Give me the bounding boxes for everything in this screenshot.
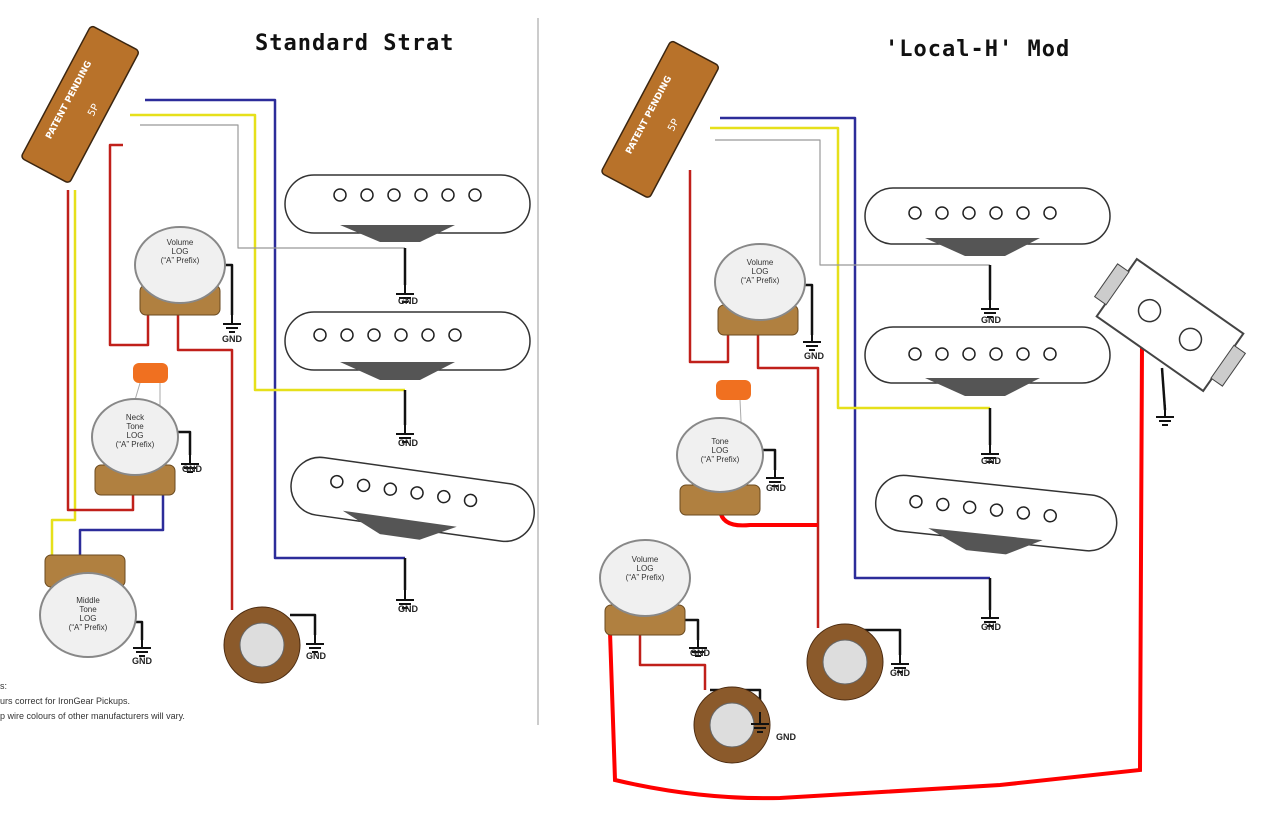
gnd-label: GND: [981, 315, 1002, 325]
gnd-label: GND: [182, 464, 203, 474]
gnd-label: GND: [306, 651, 327, 661]
gnd-label: GND: [398, 604, 419, 614]
gnd-right: GND GND GND GND GND GND GND GND: [688, 296, 1175, 742]
gnd-left: GND GND GND GND GND GND GND: [132, 281, 419, 666]
gnd-label: GND: [690, 648, 711, 658]
killswitch-mod: [1093, 257, 1247, 393]
pot-label: (“A” Prefix): [741, 276, 780, 285]
pot-label: (“A” Prefix): [69, 623, 108, 632]
pot-label: Tone: [711, 437, 729, 446]
wires-right: [638, 116, 1167, 715]
label: 5P: [666, 117, 682, 133]
gnd-label: GND: [222, 334, 243, 344]
pot-label: LOG: [172, 247, 189, 256]
pot-label: LOG: [752, 267, 769, 276]
title-standard-strat: Standard Strat: [255, 31, 454, 56]
output-jack-left: [223, 606, 301, 684]
pickup-strat-neck: [284, 174, 531, 242]
gnd-label: GND: [132, 656, 153, 666]
pot-label: Volume: [167, 238, 194, 247]
label: p wire colours of other manufacturers wi…: [0, 711, 185, 721]
pot-label: LOG: [637, 564, 654, 573]
notes: s: urs correct for IronGear Pickups. p w…: [0, 681, 185, 721]
five-way-switch-left: PATENT PENDING 5P: [21, 25, 139, 183]
pot-label: (“A” Prefix): [116, 440, 155, 449]
output-jack-right-2: [693, 686, 771, 764]
gnd-label: GND: [804, 351, 825, 361]
pot-label: LOG: [712, 446, 729, 455]
pot-label: Middle: [76, 596, 100, 605]
gnd-label: GND: [890, 668, 911, 678]
five-way-switch-right: PATENT PENDING 5P: [601, 40, 719, 198]
output-jack-right-1: [806, 623, 884, 701]
pickup-mod-bridge: [874, 474, 1118, 555]
label: urs correct for IronGear Pickups.: [0, 696, 130, 706]
pickup-strat-middle: [284, 311, 531, 380]
pot-label: Tone: [79, 605, 97, 614]
pot-label: Volume: [632, 555, 659, 564]
title-local-h-mod: 'Local-H' Mod: [885, 37, 1070, 62]
gnd-label: GND: [981, 622, 1002, 632]
gnd-label: GND: [398, 438, 419, 448]
pot-label: Volume: [747, 258, 774, 267]
mod-wire-loop: [608, 344, 1144, 801]
pot-label: Neck: [126, 413, 145, 422]
pot-label: (“A” Prefix): [161, 256, 200, 265]
gnd-label: GND: [981, 456, 1002, 466]
gnd-label: GND: [766, 483, 787, 493]
label: 5P: [86, 102, 102, 118]
pot-label: Tone: [126, 422, 144, 431]
pot-label: (“A” Prefix): [626, 573, 665, 582]
pot-label: LOG: [127, 431, 144, 440]
pot-label: LOG: [80, 614, 97, 623]
gnd-label: GND: [398, 296, 419, 306]
label: s:: [0, 681, 7, 691]
gnd-label: GND: [776, 732, 797, 742]
pickup-mod-middle: [864, 326, 1111, 396]
pickup-mod-neck: [864, 187, 1111, 256]
pot-label: (“A” Prefix): [701, 455, 740, 464]
pickup-strat-bridge: [290, 456, 535, 543]
